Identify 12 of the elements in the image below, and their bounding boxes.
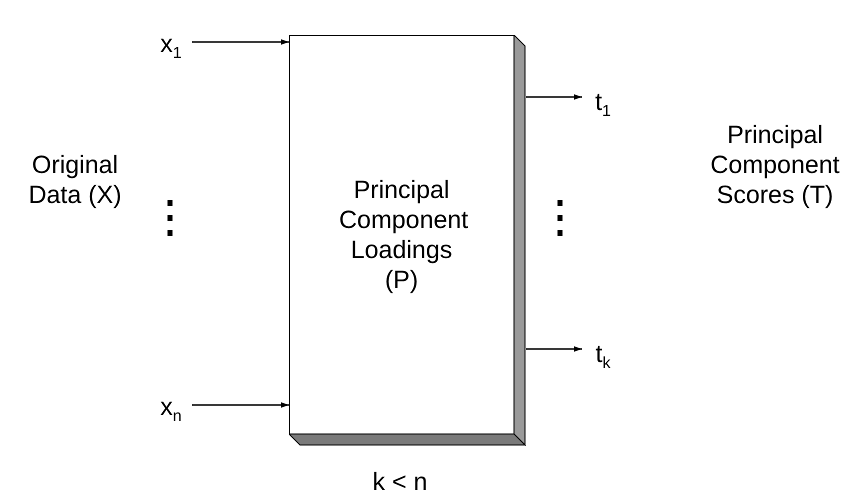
arrow — [526, 94, 582, 100]
signal-label: x$_{n}$ — [150, 387, 192, 427]
note: k < n — [372, 467, 428, 497]
signal-label: t$_{k}$ — [582, 334, 624, 374]
signal-label: t$_{1}$ — [582, 82, 624, 122]
signal-label: x$_{1}$ — [150, 24, 192, 64]
arrow — [192, 39, 289, 45]
process-block — [289, 35, 526, 446]
group-label: Principal Component Scores (T) — [709, 120, 841, 210]
arrow — [526, 346, 582, 352]
group-label: Original Data (X) — [27, 150, 123, 210]
arrow — [192, 402, 289, 408]
